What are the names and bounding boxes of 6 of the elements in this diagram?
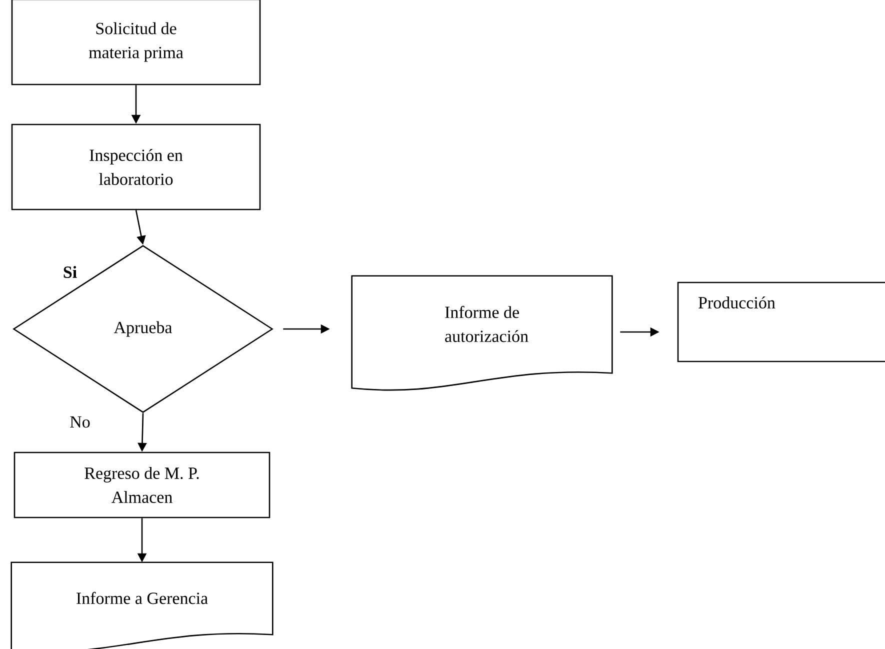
process-box: Producción	[677, 282, 885, 362]
process-box: Regreso de M. P. Almacen	[14, 452, 270, 518]
branch-label: Si	[64, 266, 77, 278]
process-box: Inspección en laboratorio	[11, 124, 261, 210]
process-box: Solicitud de materia prima	[11, 0, 261, 86]
branch-label: No	[70, 416, 90, 428]
